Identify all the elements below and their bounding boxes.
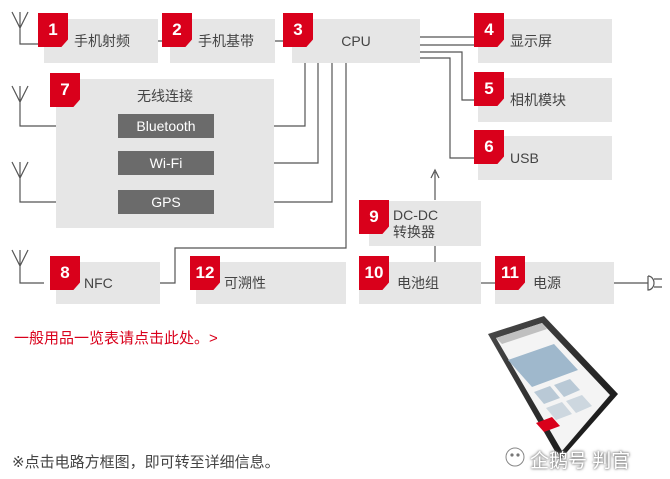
badge-9: 9 [359,200,389,234]
badge-4: 4 [474,13,504,47]
wireless-gps-button[interactable]: GPS [118,190,214,214]
overview-link[interactable]: 一般用品一览表请点击此处。> [14,330,218,347]
badge-10: 10 [359,256,389,290]
badge-11: 11 [495,256,525,290]
badge-3: 3 [283,13,313,47]
badge-7: 7 [50,73,80,107]
watermark: 企鹅号 判官 [530,451,631,472]
block-traceability-label: 可溯性 [224,275,266,291]
footnote: ※点击电路方框图，即可转至详细信息。 [12,454,280,471]
badge-5: 5 [474,72,504,106]
block-cpu[interactable]: CPU [292,19,420,63]
antenna-icon [11,11,44,45]
block-rf-label: 手机射频 [74,33,130,49]
block-battery-label: 电池组 [397,275,439,291]
block-camera-label: 相机模块 [510,92,566,108]
badge-6: 6 [474,130,504,164]
block-usb-label: USB [510,150,539,166]
block-traceability[interactable]: 可溯性 [196,262,346,304]
block-nfc-label: NFC [84,275,113,291]
wireless-wifi-button[interactable]: Wi-Fi [118,151,214,175]
badge-1: 1 [38,13,68,47]
block-dcdc-label: DC-DC 转换器 [393,206,439,240]
watermark-logo-icon [505,447,525,467]
smartphone-image [488,316,618,460]
antenna-icon [11,249,44,284]
badge-8: 8 [50,256,80,290]
block-power-label: 电源 [533,275,561,291]
wireless-bluetooth-button[interactable]: Bluetooth [118,114,214,138]
block-wireless-title: 无线连接 [137,88,193,104]
badge-12: 12 [190,256,220,290]
block-dcdc[interactable]: DC-DC 转换器 [369,201,481,246]
block-baseband-label: 手机基带 [198,33,254,49]
block-display-label: 显示屏 [510,33,552,49]
badge-2: 2 [162,13,192,47]
block-cpu-label: CPU [341,33,371,49]
power-plug-icon [647,275,662,291]
